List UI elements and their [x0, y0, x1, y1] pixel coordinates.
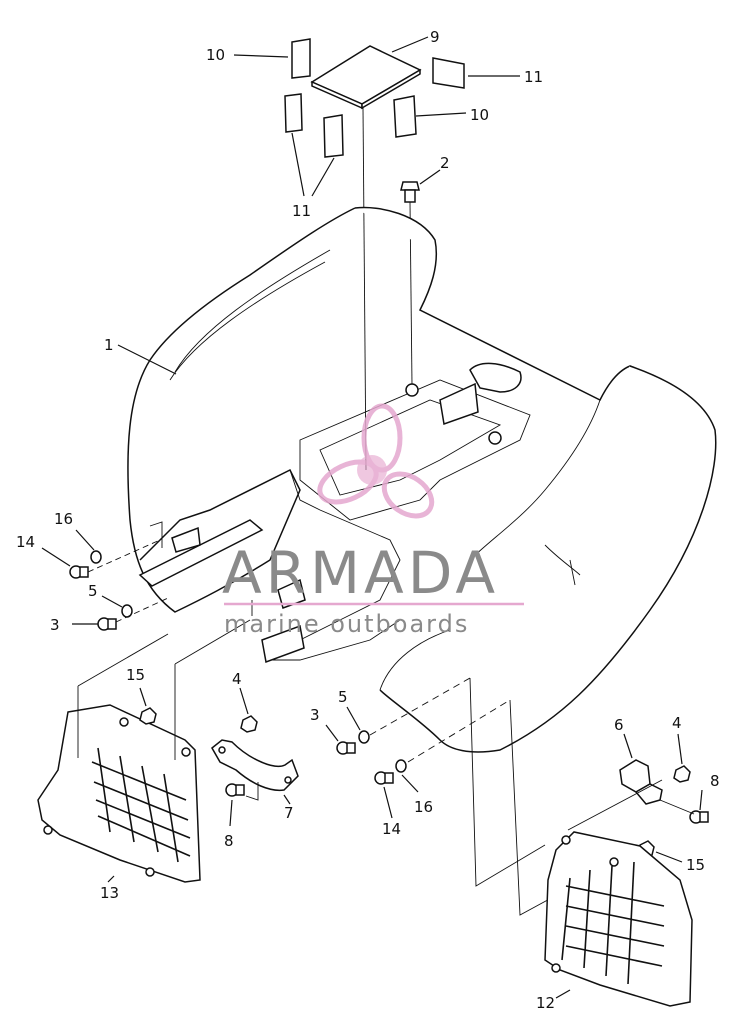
callout-2: 2 [440, 154, 450, 172]
nut-part-4-left [240, 715, 258, 733]
callout-16-centre: 16 [414, 798, 433, 816]
washer-part-5-left [121, 604, 133, 618]
bolt-part-3-centre [336, 741, 356, 755]
nut-part-15-left [139, 707, 157, 725]
callout-14-left: 14 [16, 533, 35, 551]
bolt-part-14-left [69, 565, 89, 579]
callout-3-left: 3 [50, 616, 60, 634]
bolt-part-8-left [225, 783, 245, 797]
callout-1: 1 [104, 336, 114, 354]
callout-8-right: 8 [710, 772, 720, 790]
callout-3-centre: 3 [310, 706, 320, 724]
callout-9: 9 [430, 28, 440, 46]
pad-part-11-lower-left [284, 93, 303, 133]
callout-12: 12 [536, 994, 555, 1012]
callout-4-right: 4 [672, 714, 682, 732]
washer-part-16-centre [395, 759, 407, 773]
callout-7: 7 [284, 804, 294, 822]
watermark-brand: ARMADA [222, 539, 499, 607]
bolt-part-14-centre [374, 771, 394, 785]
bolt-part-3-left [97, 617, 117, 631]
bolt-part-8-right [689, 810, 709, 824]
rear-fender-part-1 [127, 206, 717, 753]
callout-16-left: 16 [54, 510, 73, 528]
grille-panel-part-12 [544, 831, 693, 1007]
callout-8-left: 8 [224, 832, 234, 850]
callout-15-right: 15 [686, 856, 705, 874]
seat-pad-assembly-line [362, 107, 367, 471]
callout-10-lower: 10 [470, 106, 489, 124]
callout-11-lower: 11 [292, 202, 311, 220]
grille-panel-part-13 [37, 704, 201, 883]
propeller-logo-icon [317, 403, 435, 519]
callout-10-upper: 10 [206, 46, 225, 64]
pad-part-11-upper [432, 57, 465, 89]
watermark-tagline: marine outboards [224, 610, 469, 638]
callout-6: 6 [614, 716, 624, 734]
pad-part-11-lower-right [323, 114, 344, 158]
leader-lines [41, 36, 703, 999]
callout-4-left: 4 [232, 670, 242, 688]
bracket-part-6 [619, 759, 663, 805]
callout-15-left: 15 [126, 666, 145, 684]
nut-part-4-right [673, 765, 691, 783]
callout-11-right: 11 [524, 68, 543, 86]
callout-labels: 10 9 11 10 11 2 1 16 14 5 3 15 4 3 5 7 8… [16, 28, 720, 1012]
pad-part-10-upper [291, 38, 311, 79]
callout-14-centre: 14 [382, 820, 401, 838]
callout-13: 13 [100, 884, 119, 902]
seat-pad-part-9 [310, 45, 422, 110]
callout-5-left: 5 [88, 582, 98, 600]
pad-part-10-lower [393, 95, 417, 138]
stay-part-7 [211, 739, 299, 792]
bolt-part-2 [400, 181, 420, 386]
washer-part-5-centre [358, 730, 370, 744]
washer-part-16-left [90, 550, 102, 564]
callout-5-centre: 5 [338, 688, 348, 706]
armada-watermark: ARMADA marine outboards [222, 403, 524, 638]
